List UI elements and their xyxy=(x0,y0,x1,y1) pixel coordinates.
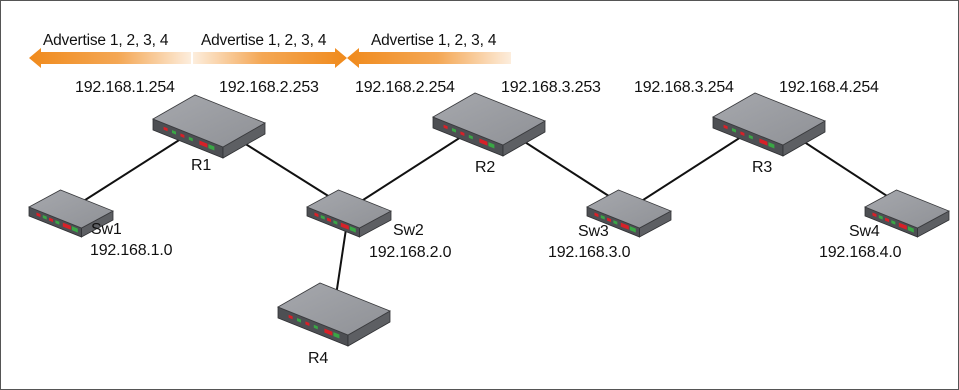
status-led xyxy=(748,134,753,140)
router-r2 xyxy=(432,92,546,157)
status-led xyxy=(723,124,728,130)
status-led xyxy=(594,212,599,218)
port-block xyxy=(479,138,488,146)
router-r1 xyxy=(152,94,266,159)
port-block xyxy=(488,142,495,149)
sw3-label: Sw3 xyxy=(578,223,609,240)
status-led xyxy=(600,215,605,220)
switch-sw3 xyxy=(586,189,672,238)
port-block xyxy=(620,222,629,230)
advertise-arrow xyxy=(29,48,191,68)
port-block xyxy=(333,332,340,339)
status-led xyxy=(740,131,745,137)
status-led xyxy=(163,126,168,132)
status-led xyxy=(327,217,332,223)
sw4-network: 192.168.4.0 xyxy=(819,244,902,261)
port-block xyxy=(898,222,907,230)
router-r4 xyxy=(277,282,391,347)
status-led xyxy=(42,215,47,220)
status-led xyxy=(313,324,318,330)
port-block xyxy=(324,328,333,336)
switch-sw4 xyxy=(864,189,950,238)
sw2-network: 192.168.2.0 xyxy=(369,244,452,261)
r2-label: R2 xyxy=(475,159,496,176)
status-led xyxy=(333,220,338,225)
status-led xyxy=(468,134,473,140)
r4-label: R4 xyxy=(308,350,329,367)
status-led xyxy=(320,215,325,220)
port-block xyxy=(907,226,914,233)
port-block xyxy=(199,140,208,148)
status-led xyxy=(314,212,319,218)
status-led xyxy=(732,128,736,133)
status-led xyxy=(891,220,896,225)
sw4-label: Sw4 xyxy=(849,223,880,240)
status-led xyxy=(443,124,448,130)
advertise-arrow xyxy=(193,48,347,68)
advertise-label-3: Advertise 1, 2, 3, 4 xyxy=(371,32,497,49)
sw3-network: 192.168.3.0 xyxy=(548,244,631,261)
status-led xyxy=(36,212,41,218)
sw2-label: Sw2 xyxy=(393,222,424,239)
r2-interface-1: 192.168.2.254 xyxy=(355,79,455,96)
status-led xyxy=(305,321,310,327)
port-block xyxy=(768,142,775,149)
port-block xyxy=(62,222,71,230)
advertise-arrow xyxy=(347,48,511,68)
port-block xyxy=(759,138,768,146)
r3-interface-1: 192.168.3.254 xyxy=(634,79,734,96)
advertise-label-1: Advertise 1, 2, 3, 4 xyxy=(43,32,169,49)
r1-interface-1: 192.168.1.254 xyxy=(75,79,175,96)
port-block xyxy=(340,222,349,230)
r2-interface-2: 192.168.3.253 xyxy=(501,79,601,96)
port-block xyxy=(629,226,636,233)
port-block xyxy=(349,226,356,233)
port-block xyxy=(71,226,78,233)
status-led xyxy=(460,131,465,137)
status-led xyxy=(188,136,193,142)
status-led xyxy=(885,217,890,223)
advertise-label-2: Advertise 1, 2, 3, 4 xyxy=(201,32,327,49)
status-led xyxy=(613,220,618,225)
r1-label: R1 xyxy=(191,157,212,174)
r3-label: R3 xyxy=(752,159,773,176)
status-led xyxy=(452,128,456,133)
status-led xyxy=(607,217,612,223)
r3-interface-2: 192.168.4.254 xyxy=(779,79,879,96)
sw1-network: 192.168.1.0 xyxy=(90,242,173,259)
switch-sw1 xyxy=(28,189,114,238)
port-block xyxy=(208,144,215,151)
status-led xyxy=(872,212,877,218)
status-led xyxy=(172,130,176,135)
status-led xyxy=(49,217,54,223)
status-led xyxy=(297,318,301,323)
sw1-label: Sw1 xyxy=(91,221,122,238)
status-led xyxy=(878,215,883,220)
status-led xyxy=(55,220,60,225)
status-led xyxy=(288,314,293,320)
router-r3 xyxy=(712,92,826,157)
status-led xyxy=(180,133,185,139)
switch-sw2 xyxy=(306,189,392,238)
r1-interface-2: 192.168.2.253 xyxy=(219,79,319,96)
